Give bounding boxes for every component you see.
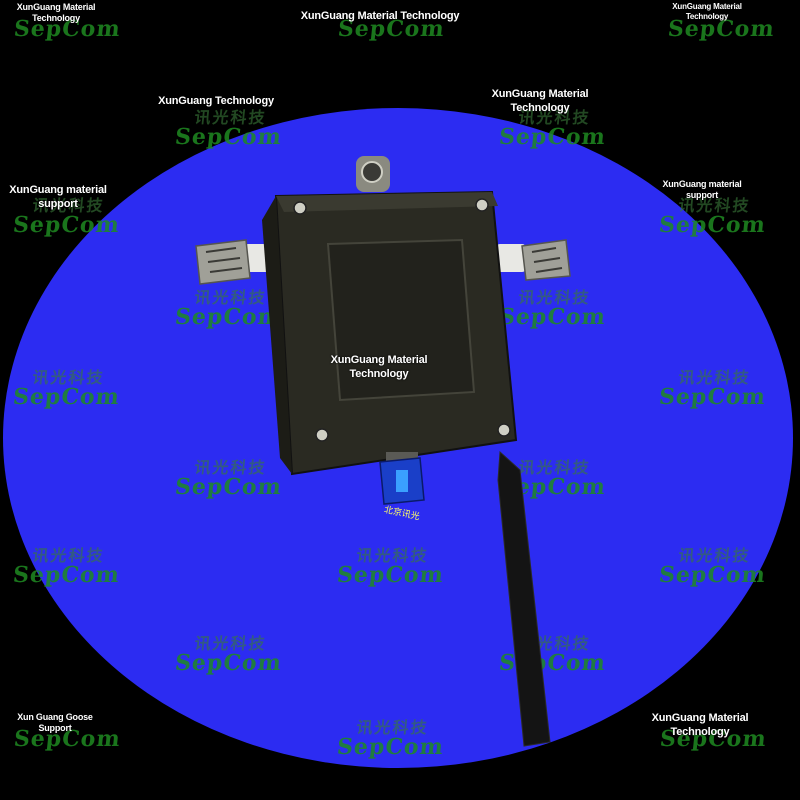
screw-icon [293, 201, 307, 215]
caption: Xun Guang Goose Support [17, 712, 93, 734]
caption: XunGuang material support [662, 179, 742, 201]
caption: XunGuang Material Technology [300, 10, 460, 22]
caption: XunGuang Technology [158, 95, 274, 107]
left-connector [195, 239, 274, 285]
screw-icon [475, 198, 489, 212]
caption: XunGuang Material Technology [16, 2, 96, 24]
caption: XunGuang material support [9, 184, 107, 210]
device-body [262, 190, 518, 476]
screw-icon [497, 423, 511, 437]
caption: XunGuang Material Technology [491, 88, 589, 114]
bottom-blue-connector [379, 452, 425, 505]
caption: XunGuang Material Technology [651, 712, 749, 738]
caption: XunGuang Material Technology [330, 354, 428, 380]
right-connector [496, 239, 571, 281]
caption: XunGuang Material Technology [672, 2, 742, 21]
screw-icon [315, 428, 329, 442]
cable [497, 450, 551, 747]
top-connector [356, 156, 390, 192]
